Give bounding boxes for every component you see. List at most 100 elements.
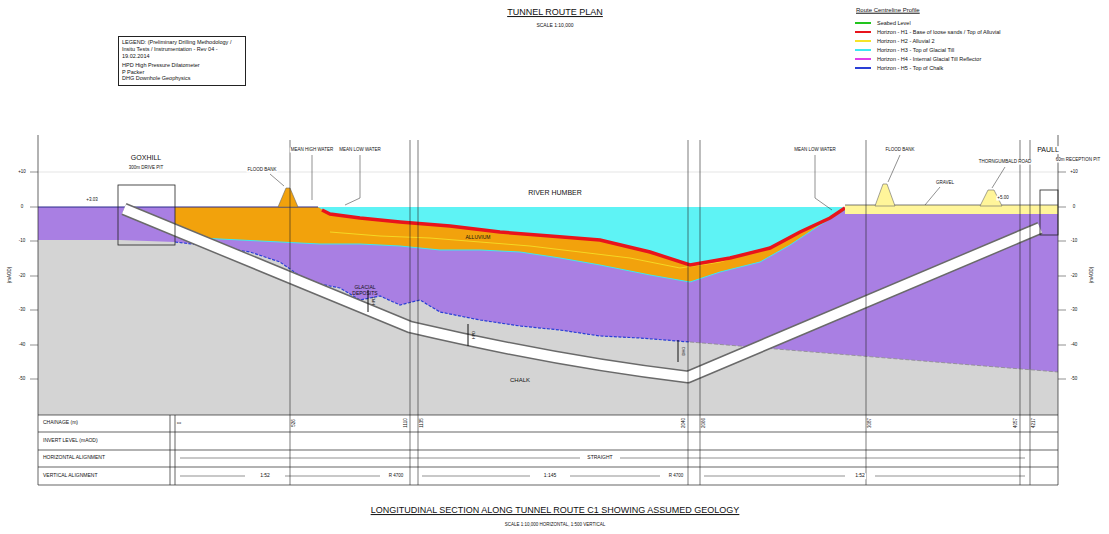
annotation-label: -40	[1070, 343, 1079, 348]
legend-swatch	[855, 22, 871, 24]
annotation-label: 1135	[420, 417, 425, 429]
legend-text: LEGEND: (Preliminary Drilling Methodolog…	[122, 39, 242, 60]
reception-pit	[1040, 190, 1058, 235]
chalk-layer	[38, 207, 1058, 415]
annotation-label: HPD	[372, 297, 376, 305]
axis-ticks	[30, 379, 38, 380]
axis-ticks	[1058, 345, 1066, 346]
borehole-lines	[1020, 140, 1021, 485]
legend-swatch	[855, 49, 871, 51]
tunnel-bore	[124, 209, 1040, 377]
annotation-label: RIVER HUMBER	[528, 189, 582, 197]
alignment-arrows	[180, 458, 580, 459]
horizon-legend: Seabed LevelHorizon - H1 - Base of loose…	[855, 18, 1000, 72]
tunnel-outline	[124, 209, 1040, 377]
legend-box: LEGEND: (Preliminary Drilling Methodolog…	[118, 36, 246, 86]
borehole-lines	[700, 140, 701, 485]
annotation-label: ALLUVIUM	[465, 235, 490, 241]
annotation-label: 2040	[682, 417, 687, 429]
annotation-label: 0	[1072, 205, 1077, 210]
borehole-lines	[410, 140, 411, 485]
leader-lines	[270, 155, 1005, 210]
annotation-label: +10	[17, 170, 27, 175]
axis-ticks	[1058, 207, 1066, 208]
test-markers	[368, 290, 678, 362]
annotation-label: R 4700	[668, 474, 685, 479]
annotation-label: MEAN HIGH WATER	[290, 148, 335, 153]
borehole-lines	[688, 140, 689, 485]
leader-lines	[815, 155, 832, 210]
axis-ticks	[30, 276, 38, 277]
annotation-label: -50	[1070, 377, 1079, 382]
annotation-label: -40	[18, 343, 27, 348]
borehole-lines	[290, 140, 1030, 485]
borehole-lines	[866, 140, 867, 485]
legend-text: Seabed Level	[877, 20, 911, 26]
annotation-label: 4057	[1014, 417, 1019, 429]
leader-lines	[992, 167, 1005, 188]
annotation-label: HORIZONTAL ALIGNMENT	[42, 455, 106, 461]
annotation-label: FLOOD BANK	[884, 148, 915, 153]
legend-row: Horizon - H4 - Internal Glacial Till Ref…	[855, 54, 1000, 63]
axis-ticks	[30, 345, 38, 346]
axis-ticks	[30, 172, 38, 173]
annotation-label: +10	[1069, 170, 1079, 175]
legend-text: DHG Downhole Geophysics	[122, 75, 242, 82]
legend-text: Horizon - H1 - Base of loose sands / Top…	[877, 29, 1000, 35]
annotation-label: MEAN LOW WATER	[338, 148, 382, 153]
gravel-band	[845, 205, 1058, 214]
alignment-arrows	[285, 476, 380, 477]
legend-text: Horizon - H5 - Top of Chalk	[877, 65, 943, 71]
ground-line	[38, 207, 318, 208]
annotation-label: CHALK	[510, 377, 530, 384]
annotation-label: 1:145	[543, 473, 558, 479]
axis-ticks	[1058, 276, 1066, 277]
axis-ticks	[30, 207, 38, 208]
annotation-label: THORNGUMBALD ROAD	[978, 160, 1033, 165]
frame	[38, 432, 1058, 433]
flood-bank	[278, 188, 298, 207]
grid-lines	[38, 172, 1058, 173]
frame	[38, 135, 1058, 485]
axis-ticks	[1058, 310, 1066, 311]
legend-swatch	[855, 58, 871, 60]
drawing-title: TUNNEL ROUTE PLAN	[506, 8, 604, 18]
section-caption: LONGITUDINAL SECTION ALONG TUNNEL ROUTE …	[370, 506, 741, 516]
alignment-arrows	[422, 476, 530, 477]
annotation-label: 1110	[404, 417, 409, 428]
annotation-label: 1:52	[854, 473, 866, 479]
annotation-label: PAULL	[1036, 146, 1060, 154]
legend-text: Horizon - H3 - Top of Glacial Till	[877, 47, 954, 53]
annotation-label: +5.00	[996, 196, 1009, 201]
river-water	[318, 207, 852, 265]
annotation-label: CHAINAGE (m)	[42, 420, 79, 426]
annotation-label: -10	[18, 239, 27, 244]
borehole-lines	[418, 140, 419, 485]
annotation-label: DHG	[682, 347, 686, 356]
axis-ticks	[1058, 172, 1066, 173]
annotation-label: (mAOD)	[8, 266, 13, 285]
annotation-label: -30	[18, 308, 27, 313]
legend-swatch	[855, 31, 871, 33]
annotation-label: MEAN LOW WATER	[793, 148, 837, 153]
annotation-label: -50	[18, 377, 27, 382]
annotation-label: -20	[1070, 274, 1079, 279]
frame	[38, 485, 1058, 486]
alignment-arrows	[704, 476, 845, 477]
leader-lines	[925, 187, 940, 205]
annotation-label: VERTICAL ALIGNMENT	[42, 473, 98, 479]
flood-bank	[875, 184, 895, 206]
frame	[38, 450, 1058, 451]
axis-ticks	[1058, 241, 1066, 242]
annotation-label: GOXHILL	[130, 154, 162, 162]
borehole-lines	[290, 140, 291, 485]
test-markers	[678, 340, 679, 362]
legend-row: Horizon - H2 - Alluvial 2	[855, 36, 1000, 45]
annotation-label: 0	[20, 205, 25, 210]
axis-ticks	[1058, 379, 1066, 380]
legend-text: P Packer	[122, 69, 242, 76]
annotation-label: SCALE 1:10,000 HORIZONTAL, 1:500 VERTICA…	[504, 523, 606, 528]
annotation-label: FLOOD BANK	[246, 168, 277, 173]
annotation-label: -20	[18, 274, 27, 279]
